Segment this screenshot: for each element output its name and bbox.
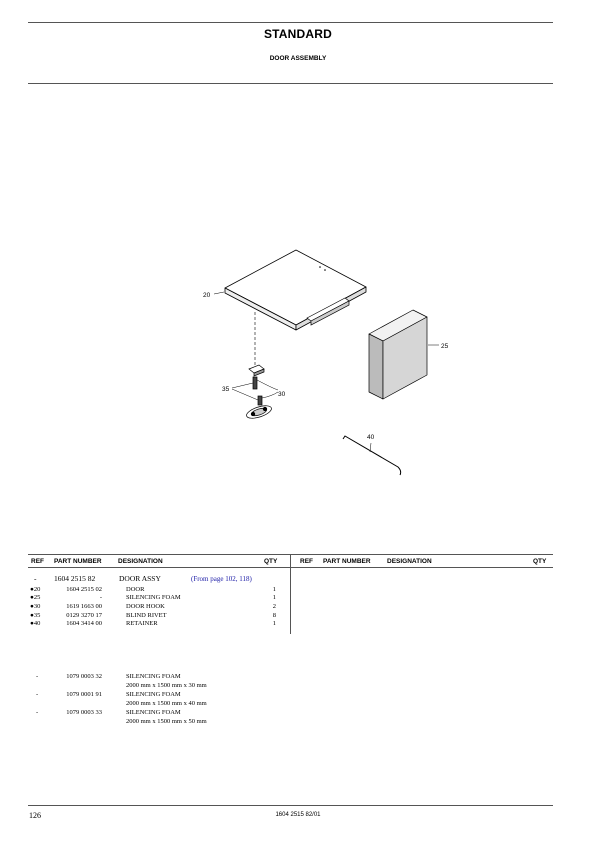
table-row-part-number: - <box>99 594 102 601</box>
table-row-qty: 8 <box>272 612 276 619</box>
table-row-ref: ●35 <box>30 612 41 619</box>
table-row-qty: 1 <box>272 586 276 593</box>
extra-row-designation: SILENCING FOAM <box>126 709 181 716</box>
page-subtitle: DOOR ASSEMBLY <box>269 55 327 62</box>
top-rule <box>28 22 553 23</box>
silencing-foam-block <box>368 309 428 400</box>
table-row-part-number: 1604 3414 00 <box>66 620 102 627</box>
table-row-designation: DOOR HOOK <box>126 603 165 610</box>
exploded-view-drawing: 20 25 30 35 40 <box>203 249 449 476</box>
table-row-qty: 1 <box>272 620 276 627</box>
leader-30-upper <box>256 379 279 391</box>
retainer-rod <box>342 435 402 476</box>
assembly-designation: DOOR ASSY <box>119 574 161 583</box>
page-title: STANDARD <box>263 27 333 41</box>
table-row-ref: ●25 <box>30 594 41 601</box>
extra-row-designation: SILENCING FOAM <box>126 673 181 680</box>
extra-row-part-number: 1079 0003 33 <box>66 709 102 716</box>
extra-row-ref: - <box>36 673 39 680</box>
table-row-ref: ●20 <box>30 586 41 593</box>
table-row-designation: RETAINER <box>126 620 158 627</box>
header-bottom-rule <box>28 83 553 84</box>
page-number: 126 <box>29 811 41 820</box>
leader-35-lower <box>231 388 259 401</box>
callout-40: 40 <box>367 434 375 441</box>
callout-25: 25 <box>441 343 449 350</box>
col-header-designation: DESIGNATION <box>118 558 163 565</box>
assembly-ref: - <box>34 574 37 583</box>
table-row-part-number: 1619 1663 00 <box>66 603 102 610</box>
table-column-divider <box>290 554 291 634</box>
table-row-part-number: 0129 3270 17 <box>66 612 102 619</box>
door-hook-assembly <box>246 364 272 419</box>
assembly-page-reference-link[interactable]: (From page 102, 118) <box>191 575 252 583</box>
door-rivet-dot <box>319 266 321 268</box>
assembly-part-number: 1604 2515 82 <box>54 574 96 583</box>
leader-20 <box>213 291 225 295</box>
document-number: 1604 2515 82/01 <box>275 812 321 818</box>
col-header-qty: QTY <box>264 558 278 565</box>
col-header-ref: REF <box>31 558 44 565</box>
extra-row-designation: SILENCING FOAM <box>126 691 181 698</box>
col-header-ref-right: REF <box>300 558 313 565</box>
extra-row-ref: - <box>36 691 39 698</box>
col-header-part-number-right: PART NUMBER <box>323 558 371 565</box>
extra-row-dimensions: 2000 mm x 1500 mm x 40 mm <box>126 700 207 707</box>
callout-35: 35 <box>222 386 230 393</box>
col-header-designation-right: DESIGNATION <box>387 558 432 565</box>
extra-row-ref: - <box>36 709 39 716</box>
col-header-part-number: PART NUMBER <box>54 558 102 565</box>
table-row-ref: ●40 <box>30 620 41 627</box>
callout-30: 30 <box>278 391 286 398</box>
extra-row-dimensions: 2000 mm x 1500 mm x 30 mm <box>126 682 207 689</box>
footer-rule <box>28 805 553 806</box>
door-hinge-strip <box>306 297 350 326</box>
extra-row-dimensions: 2000 mm x 1500 mm x 50 mm <box>126 718 207 725</box>
table-row-designation: SILENCING FOAM <box>126 594 181 601</box>
leader-40 <box>369 442 372 453</box>
extra-row-part-number: 1079 0001 91 <box>66 691 102 698</box>
table-row-designation: DOOR <box>126 586 145 593</box>
table-row-qty: 1 <box>272 594 276 601</box>
extra-row-part-number: 1079 0003 32 <box>66 673 102 680</box>
table-row-designation: BLIND RIVET <box>126 612 167 619</box>
leader-30-lower <box>261 391 279 399</box>
table-row-part-number: 1604 2515 02 <box>66 586 102 593</box>
callout-20: 20 <box>203 292 211 299</box>
leader-35-upper <box>231 382 254 389</box>
col-header-qty-right: QTY <box>533 558 547 565</box>
table-row-ref: ●30 <box>30 603 41 610</box>
door-rivet-dot <box>324 269 326 271</box>
door-panel <box>224 249 367 331</box>
table-row-qty: 2 <box>272 603 276 610</box>
